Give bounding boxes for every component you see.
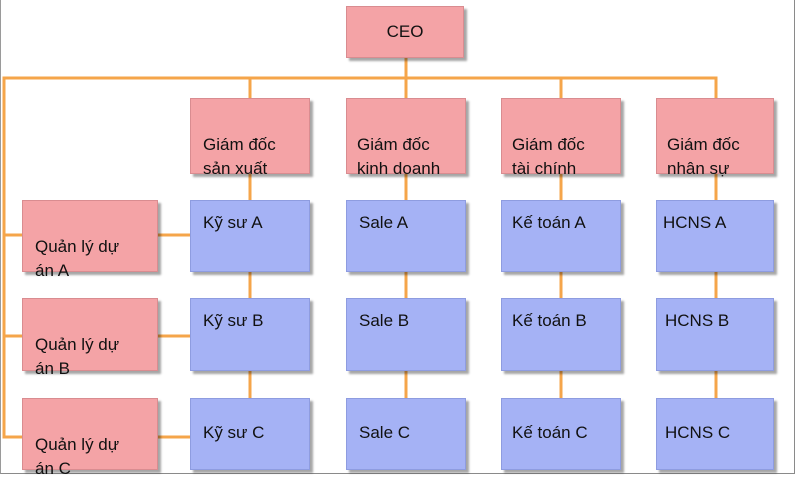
hr-b-box: HCNS B — [656, 298, 774, 371]
hr-a-box: HCNS A — [656, 200, 774, 272]
sale-a-label: Sale A — [359, 213, 409, 232]
engineer-c-label: Kỹ sư C — [203, 423, 265, 442]
director-production-box: Giám đốc sản xuất — [190, 98, 310, 178]
manager-a-box: Quản lý dự án A — [22, 200, 158, 280]
director-sales-label: Giám đốc kinh doanh — [357, 135, 441, 178]
manager-a-label: Quản lý dự án A — [35, 237, 120, 280]
director-sales-box: Giám đốc kinh doanh — [346, 98, 466, 178]
ceo-box: CEO — [346, 6, 464, 58]
accountant-b-label: Kế toán B — [512, 311, 587, 330]
ceo-label: CEO — [386, 22, 424, 41]
engineer-a-label: Kỹ sư A — [203, 213, 263, 232]
manager-b-label: Quản lý dự án B — [35, 335, 120, 378]
manager-c-label: Quản lý dự án C — [35, 435, 120, 478]
hr-a-label: HCNS A — [663, 213, 727, 232]
sale-b-box: Sale B — [346, 298, 466, 371]
director-hr-box: Giám đốc nhân sự — [656, 98, 774, 178]
hr-c-label: HCNS C — [665, 423, 731, 442]
sale-c-label: Sale C — [359, 423, 411, 442]
accountant-a-label: Kế toán A — [512, 213, 586, 232]
director-finance-label: Giám đốc tài chính — [512, 135, 585, 178]
director-production-label: Giám đốc sản xuất — [203, 135, 276, 178]
sale-b-label: Sale B — [359, 311, 410, 330]
hr-b-label: HCNS B — [665, 311, 730, 330]
director-finance-box: Giám đốc tài chính — [501, 98, 621, 178]
engineer-b-label: Kỹ sư B — [203, 311, 264, 330]
sale-a-box: Sale A — [346, 200, 466, 272]
accountant-b-box: Kế toán B — [501, 298, 621, 371]
engineer-c-box: Kỹ sư C — [190, 398, 310, 470]
sale-c-box: Sale C — [346, 398, 466, 470]
accountant-a-box: Kế toán A — [501, 200, 621, 272]
engineer-a-box: Kỹ sư A — [190, 200, 310, 272]
manager-c-box: Quản lý dự án C — [22, 398, 158, 478]
director-hr-label: Giám đốc nhân sự — [667, 135, 740, 178]
accountant-c-label: Kế toán C — [512, 423, 588, 442]
hr-c-box: HCNS C — [656, 398, 774, 470]
accountant-c-box: Kế toán C — [501, 398, 621, 470]
engineer-b-box: Kỹ sư B — [190, 298, 310, 371]
manager-b-box: Quản lý dự án B — [22, 298, 158, 378]
